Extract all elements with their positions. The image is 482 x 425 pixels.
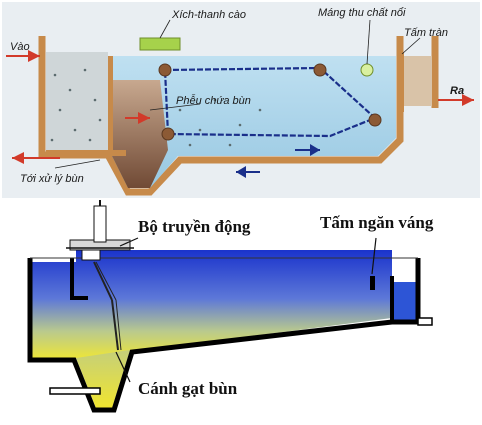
inlet-baffle (108, 56, 113, 151)
label-outlet: Ra (450, 85, 464, 97)
outlet-chamber-wall (400, 56, 432, 106)
top-water-body (108, 56, 396, 188)
bottom-inlet-baffle (70, 258, 88, 300)
bottom-water-body (32, 250, 392, 358)
sprockets (158, 63, 382, 141)
label-sludge-scraper-blade: Cánh gạt bùn (138, 379, 238, 398)
label-chain-scraper: Xích-thanh cào (171, 9, 246, 21)
bottom-diagram: Bộ truyền động Tấm ngăn váng Cánh gạt bù… (27, 200, 434, 413)
top-leader-lines (54, 19, 421, 169)
bottom-tank-walls (27, 258, 421, 413)
label-scum-baffle: Tấm ngăn váng (320, 213, 434, 232)
scum-trough-shape (360, 63, 374, 77)
scum-baffle-shape (370, 276, 375, 290)
label-to-sludge-treatment: Tới xử lý bùn (20, 173, 84, 185)
label-weir-plate: Tấm tràn (404, 27, 448, 39)
chain-scraper-loop (163, 66, 378, 138)
sludge-scraper-arm (93, 261, 122, 351)
label-drive-unit: Bộ truyền động (138, 217, 251, 236)
drive-unit-shape (66, 200, 134, 261)
bottom-leader-lines (115, 237, 377, 383)
label-sludge-hopper: Phễu chứa bùn (176, 94, 251, 107)
suspended-particles (50, 68, 262, 147)
top-diagram: Vào Xích-thanh cào Máng thu chất nổi Tấm… (2, 2, 480, 198)
label-inlet: Vào (10, 41, 30, 53)
label-scum-trough: Máng thu chất nổi (318, 7, 406, 19)
bottom-outlet-water (392, 282, 416, 322)
inlet-chamber (46, 52, 108, 152)
drive-box (139, 37, 181, 51)
bottom-hopper (76, 350, 130, 408)
sludge-zone (110, 80, 168, 188)
bottom-outlet-pipe (417, 317, 433, 326)
sludge-pipe (46, 150, 126, 156)
weir-plate-shape (398, 52, 404, 112)
bottom-hopper-pipe (49, 387, 101, 395)
